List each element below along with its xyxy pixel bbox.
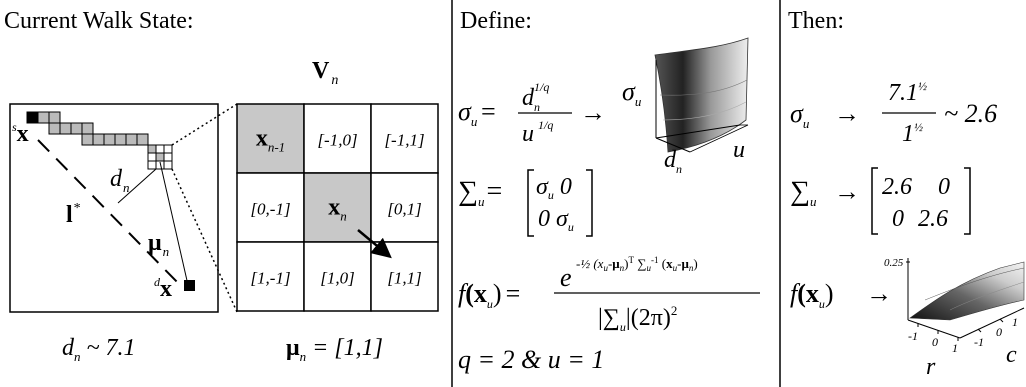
define-arrow: → bbox=[580, 98, 606, 127]
mu-line bbox=[159, 161, 189, 286]
d-n-label: dn bbox=[110, 166, 130, 195]
r-axis-label: r bbox=[926, 354, 936, 380]
then-numerator: 7.1½ bbox=[888, 79, 927, 106]
l-star-label: l* bbox=[66, 201, 81, 228]
grid-cell-label: [-1,0] bbox=[317, 131, 357, 150]
f-exponent: -½ (xu-μn)T ∑u-1 (xu-μn) bbox=[576, 255, 698, 273]
then-m22: 2.6 bbox=[918, 206, 948, 232]
c-tick-0: 0 bbox=[996, 325, 1002, 339]
grid-cell-label: [0,1] bbox=[387, 200, 421, 219]
grid-cell bbox=[370, 172, 439, 243]
then-sigma: σu bbox=[790, 99, 810, 131]
sigma-lhs: σu= bbox=[458, 97, 497, 129]
grid-cell-label: [1,-1] bbox=[250, 269, 290, 288]
then-approx: ~ 2.6 bbox=[944, 99, 997, 128]
d-value: dn ~ 7.1 bbox=[62, 335, 135, 364]
surface-axis-d: dn bbox=[664, 147, 682, 176]
cov-bracket-right bbox=[586, 169, 593, 237]
then-arrow-2: → bbox=[834, 177, 860, 206]
start-x-label: sx bbox=[12, 120, 29, 147]
gaussian-surface-plot bbox=[906, 258, 1025, 341]
d-line bbox=[117, 168, 157, 204]
l-star-line bbox=[37, 139, 181, 286]
r-tick-neg1: -1 bbox=[908, 329, 918, 343]
then-m21: 0 bbox=[892, 206, 904, 232]
grid-cell-label: [1,0] bbox=[320, 269, 354, 288]
walk-title: Current Walk State: bbox=[4, 8, 194, 34]
then-arrow-3: → bbox=[866, 279, 892, 308]
r-tick-1: 1 bbox=[952, 341, 958, 355]
move-arrow bbox=[357, 229, 392, 259]
grid-cell-label: xn bbox=[328, 195, 347, 224]
then-bracket-right bbox=[964, 167, 971, 235]
then-denominator: 1½ bbox=[902, 120, 923, 147]
c-tick-neg1: -1 bbox=[974, 335, 984, 349]
define-title: Define: bbox=[460, 8, 532, 34]
grid-cell-label: [-1,1] bbox=[384, 131, 424, 150]
neighbourhood-grid: xn-1 [-1,0] [-1,1] [0,-1] xn [0,1] [1,-1] [1,0]… bbox=[236, 103, 439, 312]
c-axis-label: c bbox=[1006, 342, 1017, 368]
mu-value: μn = [1,1] bbox=[286, 335, 383, 364]
walk-path bbox=[26, 111, 149, 146]
cov-bracket-left bbox=[527, 169, 534, 237]
surface-axis-sigma: σu bbox=[622, 77, 642, 109]
z-tick: 0.25 bbox=[884, 257, 904, 269]
surface-axis-u: u bbox=[733, 137, 745, 163]
then-arrow-1: → bbox=[834, 99, 860, 128]
dest-x-label: dx bbox=[154, 275, 172, 302]
then-m12: 0 bbox=[938, 174, 950, 200]
f-denominator: |∑u|(2π)2 bbox=[598, 303, 677, 334]
then-m11: 2.6 bbox=[882, 174, 912, 200]
then-cov-lhs: ∑u bbox=[790, 176, 817, 209]
f-lhs: f(xu)= bbox=[458, 279, 520, 311]
grid-cell bbox=[236, 241, 305, 312]
cov-lhs: ∑u= bbox=[458, 176, 502, 209]
grid-cell bbox=[236, 103, 305, 174]
grid-cell bbox=[236, 172, 305, 243]
grid-cell bbox=[370, 103, 439, 174]
grid-cell-label: xn-1 bbox=[256, 126, 285, 155]
zoom-line-bottom bbox=[171, 168, 238, 313]
then-bracket-left bbox=[871, 167, 878, 235]
grid-cell-label: [0,-1] bbox=[250, 200, 290, 219]
grid-cell bbox=[303, 241, 372, 312]
sigma-surface-plot bbox=[654, 37, 749, 153]
grid-cell bbox=[303, 103, 372, 174]
f-numerator: e bbox=[560, 263, 572, 292]
q-u-values: q = 2 & u = 1 bbox=[458, 345, 604, 374]
mu-n-label: μn bbox=[148, 230, 169, 259]
c-tick-1: 1 bbox=[1012, 315, 1018, 329]
then-title: Then: bbox=[788, 8, 844, 34]
sigma-numerator: dn1/q bbox=[522, 80, 549, 114]
mini-neighbourhood bbox=[147, 144, 173, 170]
r-tick-0: 0 bbox=[932, 335, 938, 349]
grid-cell-label: [1,1] bbox=[387, 269, 421, 288]
then-f-lhs: f(xu) bbox=[790, 279, 834, 311]
destination-square bbox=[184, 280, 195, 291]
